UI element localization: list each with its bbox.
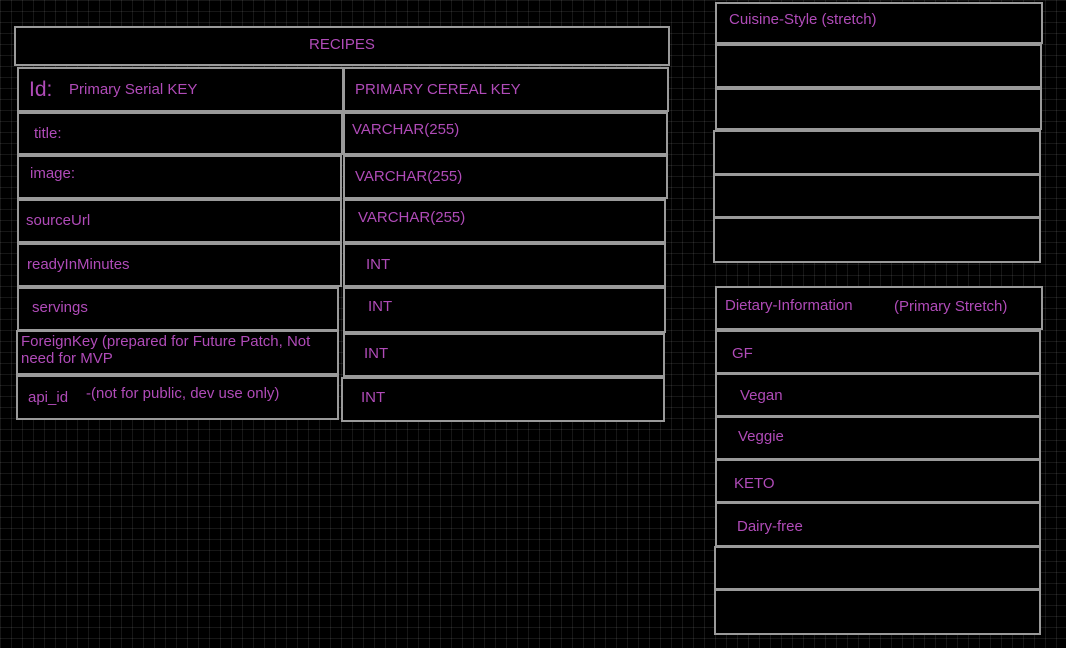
field-type-servings: INT bbox=[368, 298, 393, 315]
field-label-readyinminutes: readyInMinutes bbox=[27, 256, 130, 273]
table-row-type-cell bbox=[343, 67, 669, 112]
field-note-id: Primary Serial KEY bbox=[69, 81, 198, 98]
cuisine-style-title: Cuisine-Style (stretch) bbox=[729, 11, 877, 28]
field-type-title: VARCHAR(255) bbox=[352, 121, 460, 138]
dietary-item-dairy-free: Dairy-free bbox=[737, 518, 803, 535]
table-row-type-cell bbox=[341, 377, 665, 422]
table-row-field-cell bbox=[17, 199, 342, 243]
table-row-type-cell bbox=[343, 287, 666, 333]
list-item bbox=[713, 130, 1041, 175]
cuisine-style-header bbox=[715, 2, 1043, 44]
field-label-sourceurl: sourceUrl bbox=[26, 212, 91, 229]
dietary-information-title-note: (Primary Stretch) bbox=[894, 298, 1008, 315]
dietary-item-gf: GF bbox=[732, 345, 753, 362]
field-type-image: VARCHAR(255) bbox=[355, 168, 463, 185]
field-type-api-id: INT bbox=[361, 389, 386, 406]
dietary-item-veggie: Veggie bbox=[738, 428, 784, 445]
table-row-type-cell bbox=[343, 199, 666, 243]
dietary-information-title: Dietary-Information bbox=[725, 297, 853, 314]
table-row-field-cell bbox=[17, 112, 343, 155]
field-note-api-id: -(not for public, dev use only) bbox=[86, 385, 280, 402]
field-label-id: Id: bbox=[29, 78, 53, 101]
field-label-foreignkey: ForeignKey (prepared for Future Patch, N… bbox=[21, 333, 311, 367]
field-type-foreignkey: INT bbox=[364, 345, 389, 362]
dietary-information-header bbox=[715, 286, 1043, 330]
list-item bbox=[715, 88, 1042, 130]
field-label-api-id: api_id bbox=[28, 389, 69, 406]
table-row-field-cell bbox=[17, 155, 342, 199]
dietary-item-keto: KETO bbox=[734, 475, 775, 492]
dietary-item-vegan: Vegan bbox=[740, 387, 783, 404]
table-row-type-cell bbox=[343, 112, 668, 155]
list-item bbox=[714, 546, 1041, 590]
table-row-field-cell bbox=[17, 243, 342, 287]
list-item bbox=[715, 459, 1041, 503]
table-row-field-cell bbox=[17, 67, 344, 112]
field-type-readyinminutes: INT bbox=[366, 256, 391, 273]
recipes-header bbox=[14, 26, 670, 66]
list-item bbox=[714, 589, 1041, 635]
list-item bbox=[715, 330, 1041, 374]
table-row-type-cell bbox=[343, 243, 666, 287]
table-row-field-cell bbox=[16, 330, 339, 375]
field-type-sourceurl: VARCHAR(255) bbox=[358, 209, 466, 226]
list-item bbox=[713, 217, 1041, 263]
list-item bbox=[713, 174, 1041, 218]
field-label-servings: servings bbox=[32, 299, 88, 316]
list-item bbox=[715, 502, 1041, 547]
table-row-type-cell bbox=[343, 155, 668, 199]
field-label-title: title: bbox=[34, 125, 62, 142]
field-label-image: image: bbox=[30, 165, 76, 182]
list-item bbox=[715, 44, 1042, 88]
table-row-type-cell bbox=[343, 333, 665, 377]
table-row-field-cell bbox=[16, 375, 339, 420]
field-type-id: PRIMARY CEREAL KEY bbox=[355, 81, 521, 98]
list-item bbox=[715, 373, 1041, 417]
recipes-title: RECIPES bbox=[309, 36, 375, 53]
